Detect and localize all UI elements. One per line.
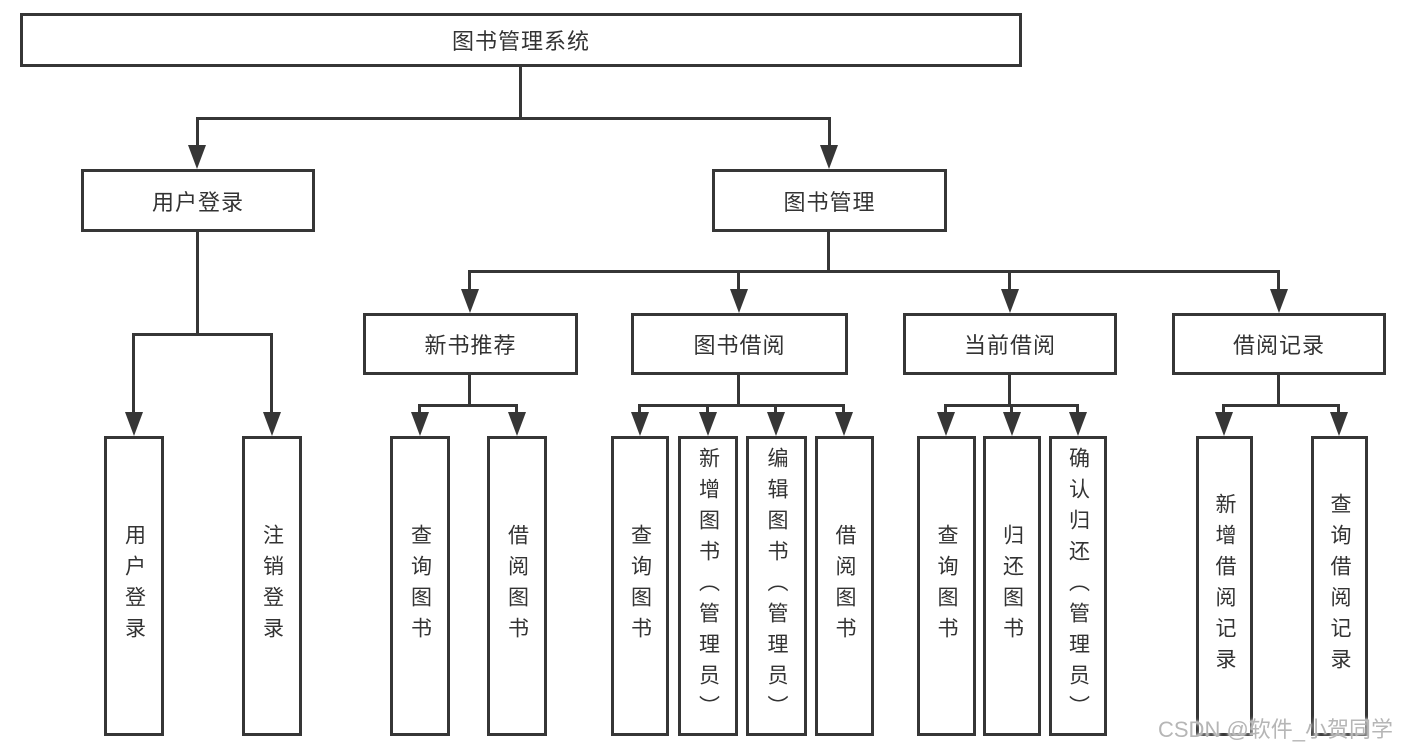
arrow-down-icon xyxy=(1003,412,1021,436)
arrow-down-icon xyxy=(1215,412,1233,436)
connector-line xyxy=(1010,404,1013,418)
node-current-borrowing: 当前借阅 xyxy=(903,313,1117,375)
connector-line xyxy=(842,404,845,418)
connector-line xyxy=(196,117,199,151)
leaf-query-borrow-record: 查询借阅记录 xyxy=(1311,436,1368,736)
arrow-down-icon xyxy=(835,412,853,436)
leaf-return-books: 归还图书 xyxy=(983,436,1041,736)
connector-line xyxy=(418,404,421,418)
node-book-borrowing: 图书借阅 xyxy=(631,313,848,375)
connector-line xyxy=(468,270,471,294)
arrow-down-icon xyxy=(461,289,479,313)
leaf-add-book-admin: 新增图书（管理员） xyxy=(678,436,738,736)
node-book-borrowing-label: 图书借阅 xyxy=(693,333,786,358)
watermark: CSDN @软件_小贺同学 xyxy=(1158,717,1394,742)
leaf-borrow-books-borrowing: 借阅图书 xyxy=(815,436,874,736)
leaf-borrow-books-recommend: 借阅图书 xyxy=(487,436,547,736)
connector-line xyxy=(418,404,518,407)
connector-line xyxy=(1277,270,1280,294)
connector-line xyxy=(1222,404,1340,407)
connector-line xyxy=(828,117,831,151)
arrow-down-icon xyxy=(1270,289,1288,313)
node-user-login-label: 用户登录 xyxy=(151,189,244,215)
connector-line xyxy=(468,375,471,406)
arrow-down-icon xyxy=(730,289,748,313)
leaf-logout: 注销登录 xyxy=(242,436,302,736)
connector-line xyxy=(774,404,777,418)
leaf-add-book-admin-label: 新增图书（管理员） xyxy=(696,446,720,726)
arrow-down-icon xyxy=(411,412,429,436)
connector-line xyxy=(515,404,518,418)
arrow-down-icon xyxy=(1001,289,1019,313)
connector-line xyxy=(519,67,522,120)
leaf-add-borrow-record-label: 新增借阅记录 xyxy=(1213,493,1236,679)
leaf-query-books-current-label: 查询图书 xyxy=(935,524,958,648)
arrow-down-icon xyxy=(699,412,717,436)
connector-line xyxy=(944,404,947,418)
leaf-user-login: 用户登录 xyxy=(104,436,164,736)
connector-line xyxy=(737,375,740,406)
leaf-query-books-recommend: 查询图书 xyxy=(390,436,450,736)
arrow-down-icon xyxy=(631,412,649,436)
leaf-query-borrow-record-label: 查询借阅记录 xyxy=(1328,493,1351,679)
arrow-down-icon xyxy=(188,145,206,169)
node-borrow-records: 借阅记录 xyxy=(1172,313,1386,375)
connector-line xyxy=(196,232,199,336)
arrow-down-icon xyxy=(1069,412,1087,436)
connector-line xyxy=(132,333,135,417)
connector-line xyxy=(737,270,740,294)
leaf-return-books-label: 归还图书 xyxy=(1000,524,1024,648)
node-current-borrowing-label: 当前借阅 xyxy=(963,333,1056,358)
connector-line xyxy=(468,270,1280,273)
leaf-user-login-label: 用户登录 xyxy=(122,524,146,648)
leaf-confirm-return-admin-label: 确认归还（管理员） xyxy=(1066,446,1090,726)
arrow-down-icon xyxy=(508,412,526,436)
leaf-edit-book-admin-label: 编辑图书（管理员） xyxy=(765,446,788,726)
leaf-logout-label: 注销登录 xyxy=(260,524,284,648)
arrow-down-icon xyxy=(263,412,281,436)
connector-line xyxy=(706,404,709,418)
connector-line xyxy=(1222,404,1225,418)
arrow-down-icon xyxy=(125,412,143,436)
connector-line xyxy=(638,404,641,418)
node-user-login: 用户登录 xyxy=(81,169,315,232)
connector-line xyxy=(827,232,830,273)
leaf-edit-book-admin: 编辑图书（管理员） xyxy=(746,436,807,736)
connector-line xyxy=(132,333,273,336)
leaf-query-books-borrowing: 查询图书 xyxy=(611,436,669,736)
arrow-down-icon xyxy=(937,412,955,436)
arrow-down-icon xyxy=(767,412,785,436)
connector-line xyxy=(638,404,845,407)
leaf-borrow-books-recommend-label: 借阅图书 xyxy=(505,524,529,648)
connector-line xyxy=(1008,375,1011,406)
leaf-add-borrow-record: 新增借阅记录 xyxy=(1196,436,1253,736)
node-new-book-recommend: 新书推荐 xyxy=(363,313,578,375)
leaf-borrow-books-borrowing-label: 借阅图书 xyxy=(833,524,856,648)
arrow-down-icon xyxy=(1330,412,1348,436)
node-new-book-recommend-label: 新书推荐 xyxy=(424,333,517,358)
leaf-query-books-current: 查询图书 xyxy=(917,436,976,736)
connector-line xyxy=(270,333,273,417)
connector-line xyxy=(196,117,831,120)
connector-line xyxy=(1337,404,1340,418)
node-borrow-records-label: 借阅记录 xyxy=(1232,333,1325,358)
connector-line xyxy=(1076,404,1079,418)
leaf-query-books-recommend-label: 查询图书 xyxy=(408,524,432,648)
node-book-management-label: 图书管理 xyxy=(783,189,876,215)
connector-line xyxy=(1008,270,1011,294)
connector-line xyxy=(1277,375,1280,406)
leaf-query-books-borrowing-label: 查询图书 xyxy=(628,524,652,648)
node-book-management: 图书管理 xyxy=(712,169,947,232)
node-library-system: 图书管理系统 xyxy=(20,13,1022,67)
leaf-confirm-return-admin: 确认归还（管理员） xyxy=(1049,436,1107,736)
node-library-system-label: 图书管理系统 xyxy=(451,29,590,54)
arrow-down-icon xyxy=(820,145,838,169)
